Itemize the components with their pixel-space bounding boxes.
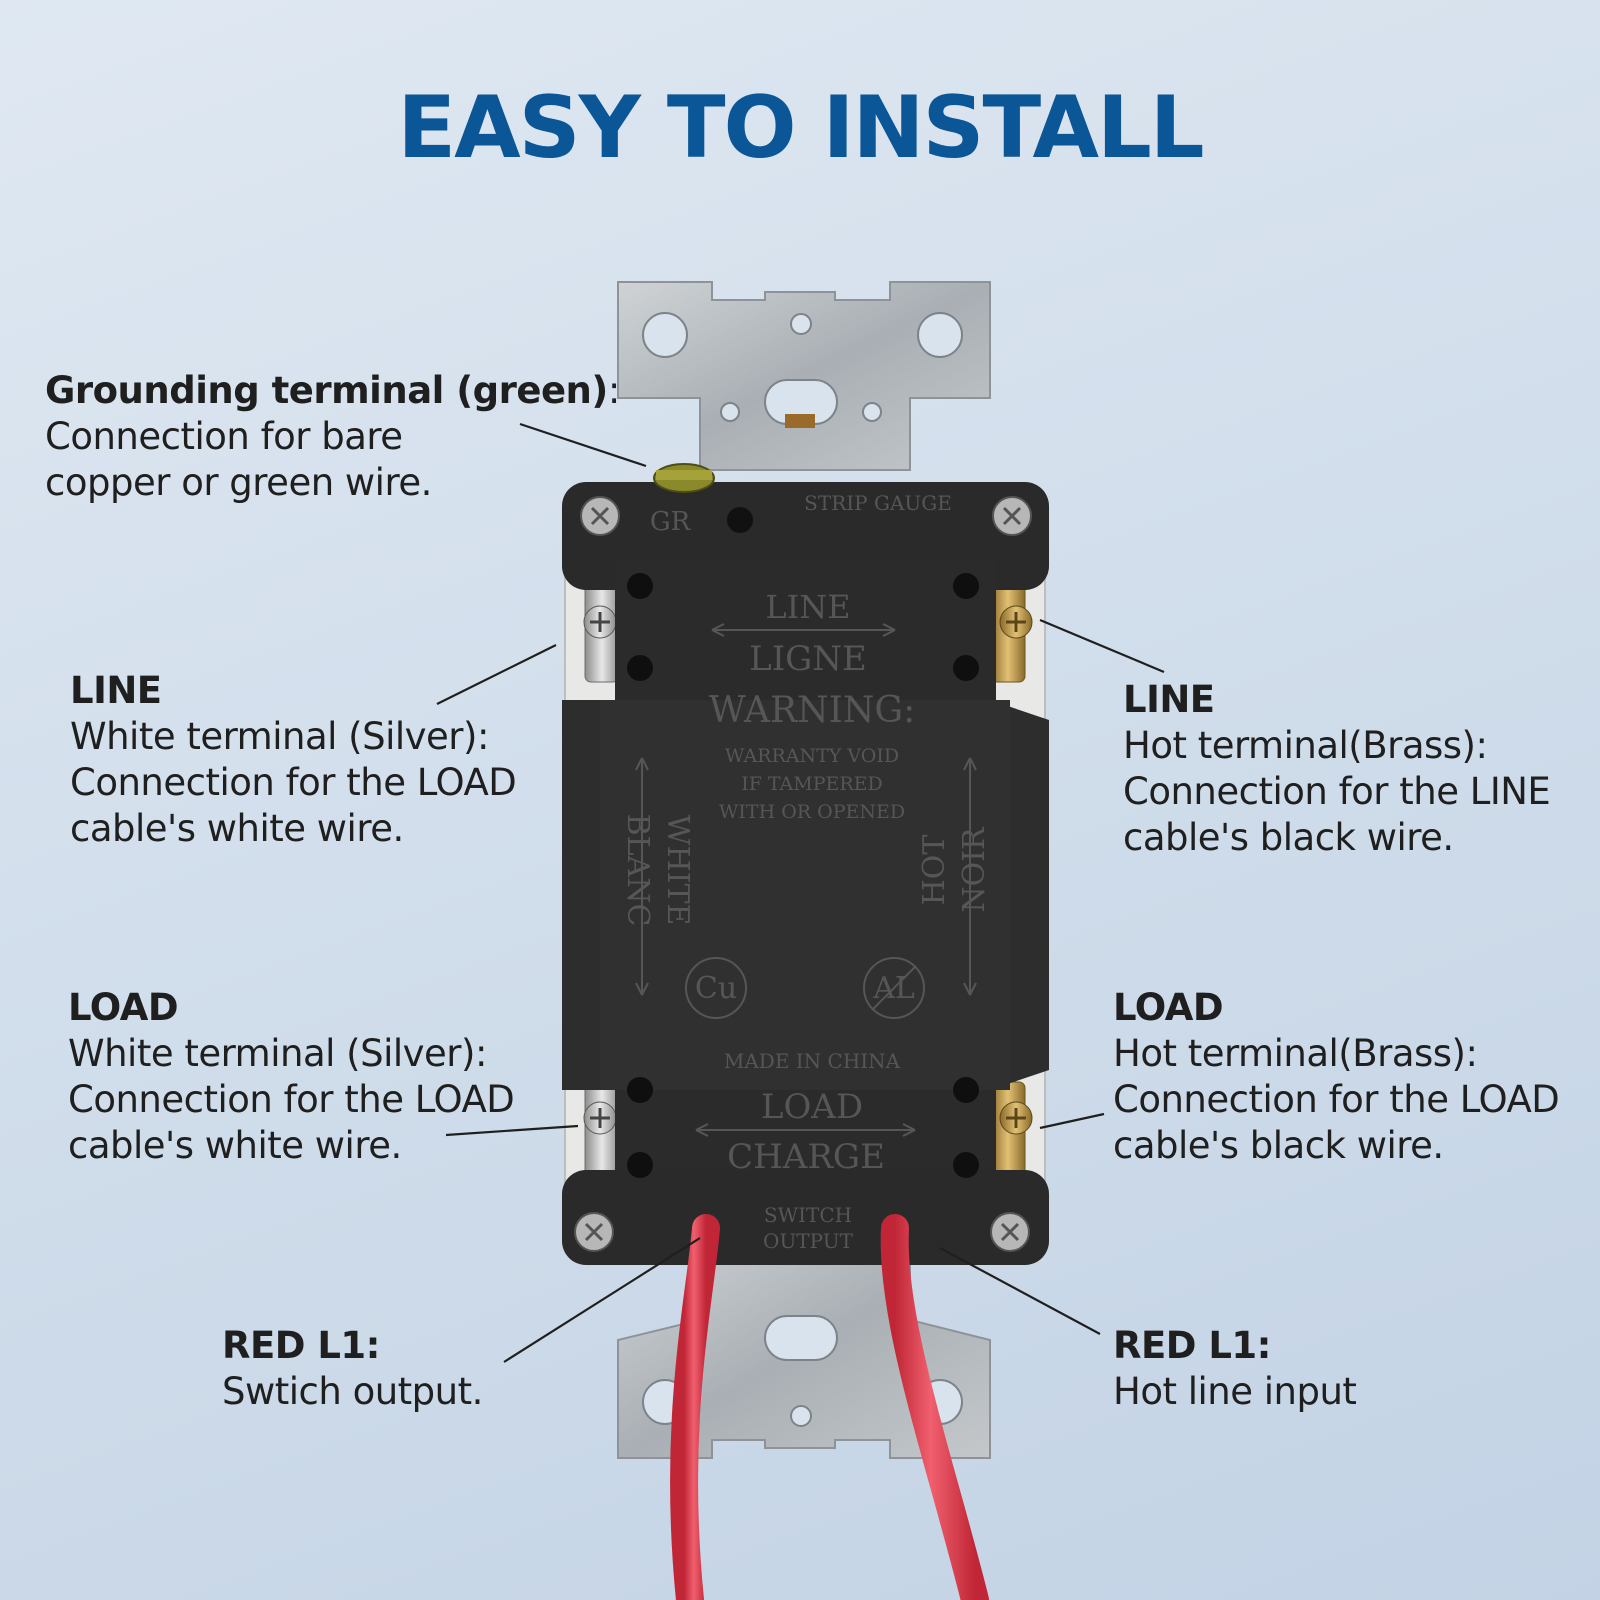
- callout-text: Connection for the LOAD: [68, 1078, 515, 1121]
- load-arrow: [695, 1123, 916, 1137]
- leader-line-right: [1039, 618, 1165, 674]
- leader-red-right: [939, 1247, 1101, 1335]
- callout-text: White terminal (Silver):: [68, 1032, 487, 1075]
- callout-text: copper or green wire.: [45, 461, 432, 504]
- marking-warranty-1: WARRANTY VOID: [725, 745, 899, 767]
- callout-text: cable's black wire.: [1123, 816, 1454, 859]
- marking-strip-gauge: STRIP GAUGE: [804, 491, 952, 515]
- callout-head: LINE: [1123, 678, 1215, 721]
- callout-line-white-terminal: LINE White terminal (Silver): Connection…: [70, 668, 517, 852]
- cu-circle: [685, 957, 747, 1019]
- strap-hole: [790, 1405, 812, 1427]
- white-arrow: [635, 757, 649, 996]
- marking-switch: SWITCH: [764, 1203, 852, 1227]
- marking-load: LOAD: [761, 1087, 863, 1127]
- leader-red-left: [503, 1237, 701, 1363]
- callout-head: LOAD: [68, 986, 179, 1029]
- callout-text: cable's black wire.: [1113, 1124, 1444, 1167]
- marking-white: WHITE: [660, 815, 695, 926]
- back-body: [562, 482, 1049, 1265]
- marking-gr: GR: [650, 507, 692, 537]
- load-brass-terminal-screw: [990, 1081, 1033, 1193]
- callout-text: Connection for the LINE: [1123, 770, 1551, 813]
- callout-text: cable's white wire.: [70, 807, 404, 850]
- callout-grounding-terminal: Grounding terminal (green): Connection f…: [45, 368, 620, 506]
- strap-hole: [642, 312, 688, 358]
- marking-ligne: LIGNE: [749, 639, 867, 679]
- corner-screw: [580, 496, 620, 536]
- callout-head: RED L1:: [222, 1324, 380, 1367]
- leader-lines: [436, 422, 1165, 1363]
- marking-charge: CHARGE: [727, 1137, 885, 1177]
- red-wire-hot-input: [880, 1214, 989, 1600]
- leader-line-left: [436, 644, 557, 705]
- callout-text: White terminal (Silver):: [70, 715, 489, 758]
- callout-head: LINE: [70, 669, 162, 712]
- callout-text: Connection for bare: [45, 415, 403, 458]
- leader-load-left: [445, 1124, 579, 1137]
- corner-screw: [990, 1212, 1030, 1252]
- marking-warranty-3: WITH OR OPENED: [719, 801, 905, 823]
- marking-hot: HOT: [917, 835, 952, 906]
- callout-line-hot-terminal: LINE Hot terminal(Brass): Connection for…: [1123, 677, 1551, 861]
- corner-screw: [574, 1212, 614, 1252]
- marking-noir: NOIR: [957, 826, 992, 913]
- marking-line: LINE: [765, 588, 850, 626]
- line-arrow: [711, 623, 896, 637]
- marking-blanc: BLANC: [620, 814, 655, 927]
- callout-text: Swtich output.: [222, 1370, 483, 1413]
- corner-screw: [992, 496, 1032, 536]
- callout-red-hot-input: RED L1: Hot line input: [1113, 1323, 1357, 1415]
- red-wire-switch-output: [670, 1214, 720, 1600]
- al-circle: [863, 957, 925, 1019]
- marking-made-in: MADE IN CHINA: [724, 1049, 901, 1073]
- strap-hole: [917, 312, 963, 358]
- marking-warranty-2: IF TAMPERED: [741, 773, 883, 795]
- callout-text: cable's white wire.: [68, 1124, 402, 1167]
- top-mounting-strap: [617, 281, 991, 471]
- grounding-screw: [653, 463, 715, 493]
- page-title: EASY TO INSTALL: [397, 78, 1204, 178]
- callout-text: Connection for the LOAD: [1113, 1078, 1560, 1121]
- callout-head: RED L1:: [1113, 1324, 1271, 1367]
- callout-head: Grounding terminal (green): [45, 369, 608, 412]
- callout-head: LOAD: [1113, 986, 1224, 1029]
- line-brass-terminal-screw: [990, 571, 1033, 683]
- leader-load-right: [1039, 1112, 1105, 1130]
- strap-hole: [790, 313, 812, 335]
- hot-arrow: [963, 757, 977, 996]
- marking-warning: WARNING:: [709, 690, 915, 731]
- leader-ground: [519, 422, 647, 468]
- callout-text: Connection for the LOAD: [70, 761, 517, 804]
- wire-holes: [627, 573, 979, 1178]
- marking-output: OUTPUT: [763, 1229, 854, 1253]
- callout-red-switch-output: RED L1: Swtich output.: [222, 1323, 483, 1415]
- callout-load-hot-terminal: LOAD Hot terminal(Brass): Connection for…: [1113, 985, 1560, 1169]
- callout-text: Hot terminal(Brass):: [1113, 1032, 1478, 1075]
- callout-load-white-terminal: LOAD White terminal (Silver): Connection…: [68, 985, 515, 1169]
- callout-text: Hot terminal(Brass):: [1123, 724, 1488, 767]
- ground-hole: [727, 507, 753, 533]
- callout-text: Hot line input: [1113, 1370, 1357, 1413]
- line-silver-terminal-screw: [583, 571, 620, 683]
- strap-slot: [764, 1315, 838, 1361]
- marking-cu: Cu: [695, 971, 737, 1006]
